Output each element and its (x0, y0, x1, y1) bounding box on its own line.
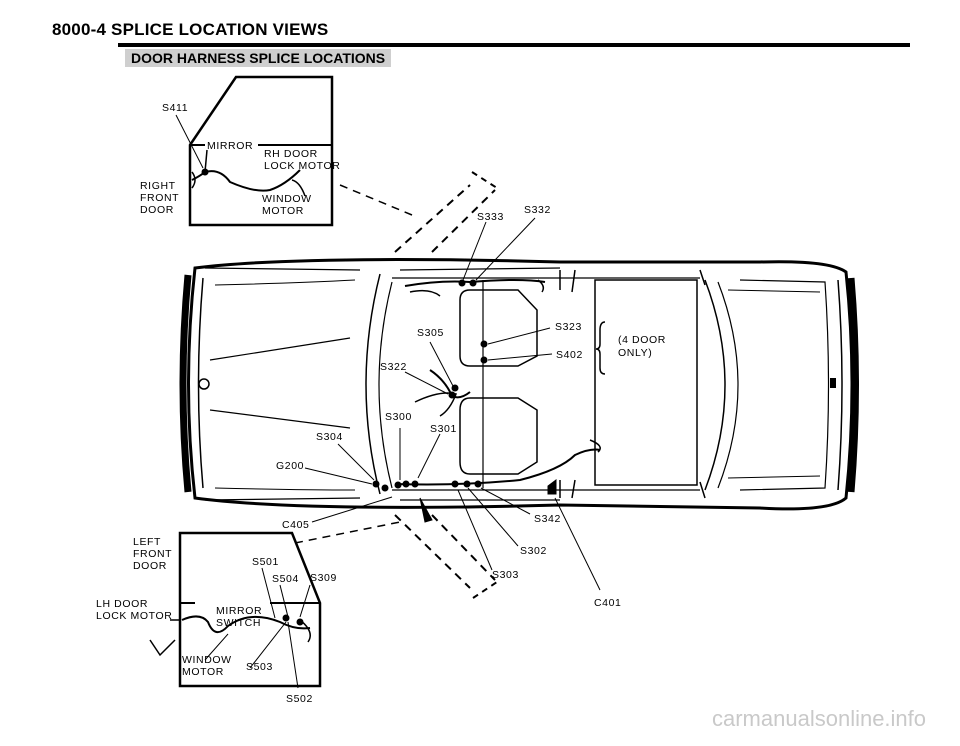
label-s300: S300 (385, 411, 412, 423)
label-door: DOOR (140, 204, 174, 216)
lh-door-inset (149, 531, 322, 689)
label-four-door-2: ONLY) (618, 347, 652, 359)
label-c405: C405 (282, 519, 310, 531)
label-s342: S342 (534, 513, 561, 525)
label-s501: S501 (252, 556, 279, 568)
label-s323: S323 (555, 321, 582, 333)
label-motor: MOTOR (262, 205, 304, 217)
label-s504: S504 (272, 573, 299, 585)
label-window: WINDOW (262, 193, 312, 205)
label-s502: S502 (286, 693, 313, 705)
car-outline (179, 171, 859, 599)
label-s333: S333 (477, 211, 504, 223)
label-mirror-switch-1: MIRROR (216, 605, 262, 617)
label-s332: S332 (524, 204, 551, 216)
label-lh-lock-1: LH DOOR (96, 598, 148, 610)
label-right: RIGHT (140, 180, 176, 192)
label-lh-door: DOOR (133, 560, 167, 572)
lh-door-labels: LEFT FRONT DOOR S501 S504 S309 LH DOOR L… (96, 536, 337, 705)
splice-dots (372, 279, 488, 492)
label-lh-motor: MOTOR (182, 666, 224, 678)
label-rh-lock-motor-2: LOCK MOTOR (264, 160, 340, 172)
label-four-door-1: (4 DOOR (618, 334, 666, 346)
rh-door-labels: S411 MIRROR RH DOOR LOCK MOTOR RIGHT FRO… (140, 102, 340, 217)
label-s301: S301 (430, 423, 457, 435)
label-mirror: MIRROR (207, 140, 253, 152)
label-s302: S302 (520, 545, 547, 557)
section-heading: DOOR HARNESS SPLICE LOCATIONS (125, 49, 392, 67)
label-s503: S503 (246, 661, 273, 673)
page-title: 8000-4 SPLICE LOCATION VIEWS (52, 20, 329, 39)
rh-door-inset (175, 75, 334, 227)
label-s402: S402 (556, 349, 583, 361)
label-front: FRONT (140, 192, 179, 204)
label-s304: S304 (316, 431, 343, 443)
label-s411: S411 (162, 102, 188, 114)
label-c401: C401 (594, 597, 622, 609)
label-rh-lock-motor-1: RH DOOR (264, 148, 318, 160)
label-s322: S322 (380, 361, 407, 373)
label-s305: S305 (417, 327, 444, 339)
label-lh-front: FRONT (133, 548, 172, 560)
label-lh-lock-2: LOCK MOTOR (96, 610, 172, 622)
label-g200: G200 (276, 460, 304, 472)
label-s309: S309 (310, 572, 337, 584)
label-mirror-switch-2: SWITCH (216, 617, 261, 629)
label-lh-window: WINDOW (182, 654, 232, 666)
label-left: LEFT (133, 536, 161, 548)
car-labels: S333 S332 S305 S323 S402 S322 S300 S301 … (276, 204, 666, 609)
watermark: carmanualsonline.info (712, 706, 927, 731)
leader-lines (304, 217, 601, 591)
label-s303: S303 (492, 569, 519, 581)
title-rule (118, 43, 910, 47)
four-door-bracket (595, 321, 606, 375)
